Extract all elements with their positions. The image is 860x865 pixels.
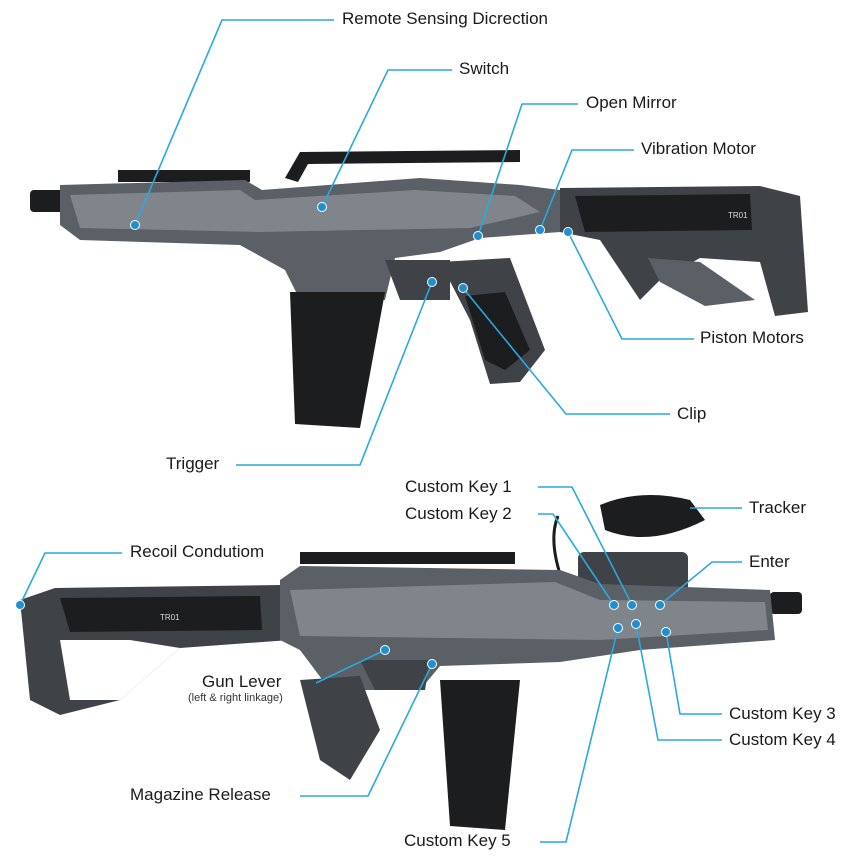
leader-recoil — [19, 552, 122, 606]
label-switch: Switch — [459, 59, 510, 78]
dot-vibration-motor — [535, 225, 545, 235]
leader-open-mirror — [477, 103, 578, 237]
top-trigger-guard — [385, 260, 450, 300]
top-front-rail — [118, 170, 250, 182]
leader-piston-motors — [567, 231, 694, 340]
leader-vibration-motor — [539, 149, 634, 231]
leader-custom-key-5 — [540, 627, 619, 843]
dot-recoil — [15, 600, 25, 610]
tracker-device — [600, 495, 705, 538]
dot-custom-key-4 — [631, 619, 641, 629]
dot-remote-sensing — [130, 220, 140, 230]
leader-custom-key-4 — [635, 623, 722, 741]
label-custom-key-2: Custom Key 2 — [405, 504, 512, 523]
leader-remote-sensing — [134, 19, 334, 226]
label-gun-lever: Gun Lever — [202, 672, 282, 691]
leader-custom-key-2 — [538, 513, 615, 606]
label-vibration-motor: Vibration Motor — [641, 139, 756, 158]
label-gun-lever-note: (left & right linkage) — [188, 692, 283, 704]
top-magazine — [290, 292, 385, 428]
dot-custom-key-2 — [609, 600, 619, 610]
leader-custom-key-1 — [538, 486, 633, 606]
bottom-rail — [300, 552, 515, 564]
bottom-stock-grip — [60, 596, 262, 632]
top-stock-brace — [648, 258, 755, 306]
leader-magazine-release — [300, 663, 433, 797]
label-custom-key-5: Custom Key 5 — [404, 831, 511, 850]
dot-open-mirror — [473, 231, 483, 241]
top-carry-handle — [285, 150, 520, 182]
dot-clip — [458, 283, 468, 293]
label-enter: Enter — [749, 552, 790, 571]
top-stock-grip — [575, 194, 752, 232]
dot-switch — [317, 202, 327, 212]
label-custom-key-4: Custom Key 4 — [729, 730, 836, 749]
bottom-gun-marking: TR01 — [160, 613, 180, 622]
label-magazine-release: Magazine Release — [130, 785, 271, 804]
dot-trigger — [427, 277, 437, 287]
label-open-mirror: Open Mirror — [586, 93, 677, 112]
label-clip: Clip — [677, 404, 707, 423]
label-piston-motors: Piston Motors — [700, 328, 804, 347]
label-custom-key-3: Custom Key 3 — [729, 704, 836, 723]
label-tracker: Tracker — [749, 498, 806, 517]
leader-clip — [462, 287, 670, 415]
dot-enter — [655, 600, 665, 610]
bottom-trigger-guard — [360, 660, 430, 690]
leader-gun-lever — [315, 649, 386, 684]
label-custom-key-1: Custom Key 1 — [405, 477, 512, 496]
label-recoil: Recoil Condutiom — [130, 542, 265, 561]
dot-custom-key-5 — [613, 623, 623, 633]
dot-piston-motors — [563, 227, 573, 237]
leader-trigger — [236, 281, 433, 466]
bottom-stock-cutout — [60, 640, 180, 700]
tracker-mount — [578, 552, 688, 592]
bottom-magazine — [440, 680, 520, 830]
dot-custom-key-3 — [661, 627, 671, 637]
dot-custom-key-1 — [627, 600, 637, 610]
bottom-gun: TR01 — [20, 495, 802, 830]
dot-gun-lever — [380, 645, 390, 655]
leader-lines — [19, 19, 742, 843]
callout-dots — [15, 202, 671, 669]
leader-enter — [659, 561, 742, 606]
label-trigger: Trigger — [166, 454, 220, 473]
dot-magazine-release — [427, 659, 437, 669]
bottom-pistol-grip — [300, 676, 380, 780]
bottom-barrel — [770, 592, 802, 614]
label-remote-sensing: Remote Sensing Dicrection — [342, 9, 548, 28]
top-gun: TR01 — [30, 150, 808, 428]
bottom-receiver-panel — [290, 582, 768, 640]
leader-custom-key-3 — [665, 631, 722, 715]
top-gun-marking: TR01 — [728, 211, 748, 220]
top-receiver-panel — [70, 190, 540, 232]
leader-switch — [321, 69, 452, 208]
